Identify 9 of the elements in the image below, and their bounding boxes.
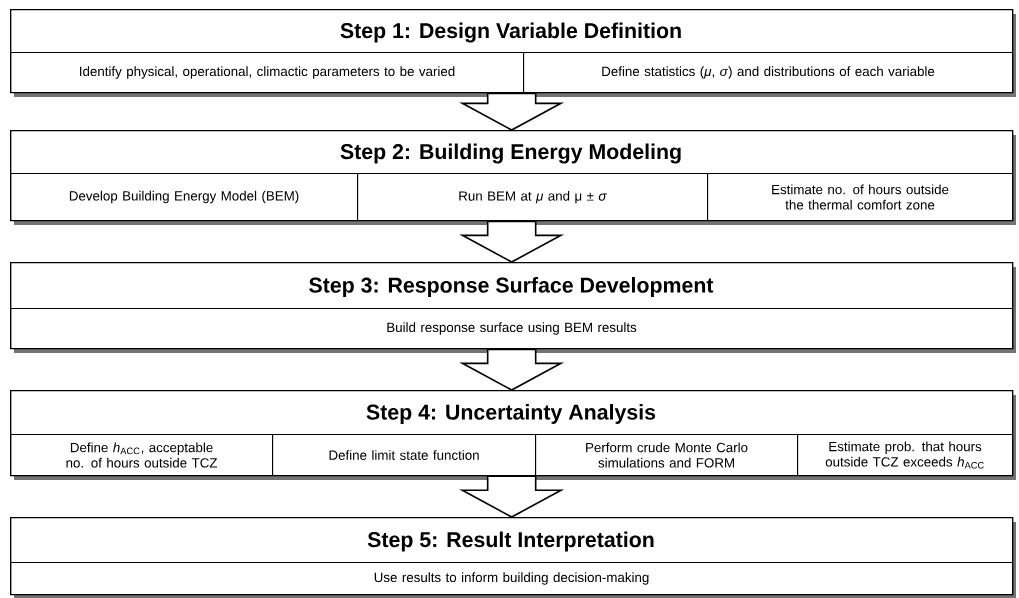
step-heading: Step 4: Uncertainty Analysis (366, 404, 656, 424)
task-box: Define h$_{ACC}$, acceptable no. of hours outside TCZ (10, 434, 274, 477)
block-arrow (459, 348, 565, 391)
task-box: Estimate prob. that hours outside TCZ exceeds h$_{ACC}$ (797, 434, 1014, 477)
block-arrow (459, 475, 565, 518)
block-arrow (459, 92, 565, 131)
task-box: Perform crude Monte Carlo simulations and FORM (535, 434, 799, 477)
task-box: Define limit state function (272, 434, 537, 477)
block-arrow (459, 220, 565, 263)
